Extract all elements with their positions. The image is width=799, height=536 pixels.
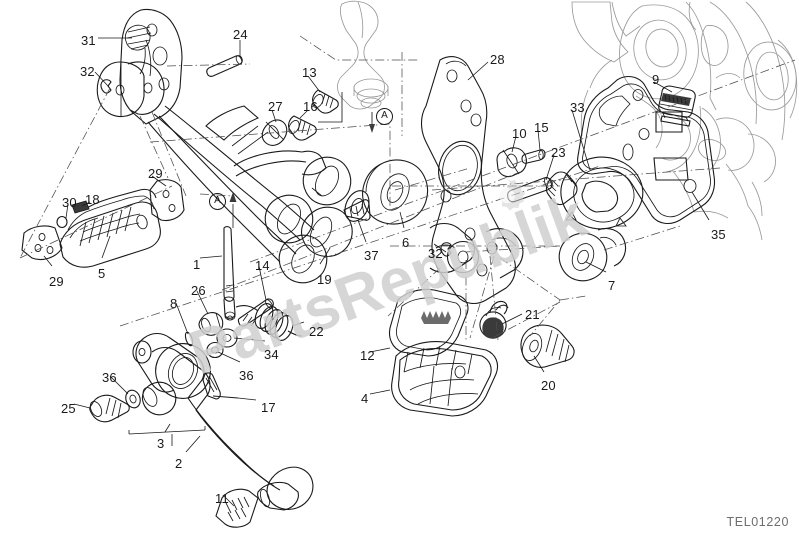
callout-3: 3 [157, 436, 165, 451]
callout-2: 2 [175, 456, 183, 471]
left-footpeg-assembly [21, 179, 185, 268]
callout-31: 31 [81, 33, 96, 48]
callout-9: 9 [652, 72, 660, 87]
callout-5: 5 [98, 266, 106, 281]
right-footpeg-assembly [388, 288, 575, 417]
callout-15: 15 [534, 120, 549, 135]
callout-32-upper: 32 [80, 64, 95, 79]
callout-35: 35 [711, 227, 726, 242]
callout-7: 7 [608, 278, 616, 293]
callout-16: 16 [303, 99, 318, 114]
callout-37: 37 [364, 248, 379, 263]
callout-24: 24 [233, 27, 248, 42]
callout-11: 11 [215, 491, 229, 506]
callout-34: 34 [264, 347, 279, 362]
callout-19: 19 [317, 272, 332, 287]
section-marker-a-lower: A [209, 193, 226, 210]
callout-27: 27 [268, 99, 283, 114]
callout-14: 14 [255, 258, 270, 273]
callout-20: 20 [541, 378, 556, 393]
construction-center-lines [19, 35, 796, 341]
callout-12: 12 [360, 348, 375, 363]
callout-leader-lines [43, 37, 710, 507]
callout-23: 23 [551, 145, 566, 160]
callout-1: 1 [193, 257, 201, 272]
callout-18: 18 [85, 192, 100, 207]
callout-36-left: 36 [102, 370, 117, 385]
callout-6: 6 [402, 235, 410, 250]
callout-4: 4 [361, 391, 369, 406]
callout-17: 17 [261, 400, 276, 415]
callout-21: 21 [525, 307, 540, 322]
section-marker-a-upper-label: A [376, 108, 393, 125]
return-spring [235, 303, 303, 341]
rear-brake-pedal-assembly [89, 332, 314, 528]
section-marker-a-lower-label: A [209, 193, 226, 210]
engine-case-ghost-outline [571, 1, 798, 241]
callout-32-lower: 32 [428, 246, 443, 261]
callout-25: 25 [61, 401, 76, 416]
callout-22: 22 [309, 324, 324, 339]
callout-29-lower: 29 [49, 274, 64, 289]
callout-36-right: 36 [239, 368, 254, 383]
heel-guard-plate [577, 75, 716, 225]
left-footrest-bracket-plate [96, 8, 352, 284]
callout-26: 26 [191, 283, 206, 298]
callout-33: 33 [570, 100, 585, 115]
callout-29-upper: 29 [148, 166, 163, 181]
callout-13: 13 [302, 65, 317, 80]
diagram-code: TEL01220 [726, 515, 789, 529]
callout-8: 8 [170, 296, 178, 311]
callout-10: 10 [512, 126, 527, 141]
callout-28: 28 [490, 52, 505, 67]
section-marker-a-upper: A [376, 108, 393, 125]
callout-30: 30 [62, 195, 77, 210]
